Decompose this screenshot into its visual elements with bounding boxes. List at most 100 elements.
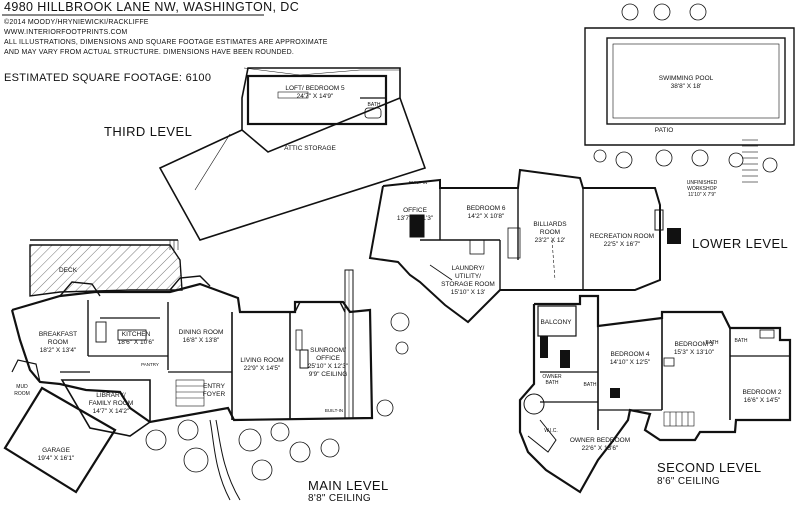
third-level-roof-outline: [241, 67, 401, 153]
ll-office-label: OFFICE: [403, 207, 427, 214]
living-label: LIVING ROOM: [240, 357, 283, 364]
sunroom-ceiling: 9'9" CEILING: [309, 371, 348, 378]
dining-label: DINING ROOM: [179, 329, 224, 336]
main-stair: [175, 379, 205, 407]
pool-dim: 38'8" X 18': [671, 83, 702, 90]
second-level-ceiling: 8'6" CEILING: [657, 476, 720, 487]
pool-deck-outline: [584, 27, 795, 146]
address-title: 4980 HILLBROOK LANE NW, WASHINGTON, DC: [4, 0, 300, 14]
ll-office-dim: 13'7" X 11'3": [397, 215, 434, 222]
entry-label-2: FOYER: [203, 391, 226, 398]
main-level-label: MAIN LEVEL: [308, 478, 389, 493]
attic-label: ATTIC STORAGE: [284, 145, 336, 152]
billiards-dim: 23'2" X 12': [535, 237, 566, 244]
bathtub-shape: [364, 107, 382, 119]
trees-front: [145, 312, 410, 481]
workshop-label-1: UNFINISHED: [687, 180, 718, 186]
sunroom-dim: 25'10" X 12'3": [308, 363, 349, 370]
balcony-outline: [537, 305, 577, 337]
recreation-dim: 22'5" X 16'7": [604, 241, 641, 248]
living-dim: 22'9" X 14'5": [244, 365, 281, 372]
bed6-label: BEDROOM 6: [466, 205, 505, 212]
main-builtin-label: BUILT-IN: [325, 408, 343, 413]
lower-level-label: LOWER LEVEL: [692, 236, 789, 251]
owner-bed-label: OWNER BEDROOM: [570, 437, 630, 444]
mud-label-1: MUD: [16, 384, 28, 390]
main-level-plan: [3, 239, 410, 501]
laundry-label-1: LAUNDRY/: [452, 265, 485, 272]
loft-dim: 24'7" X 14'9": [297, 93, 334, 100]
breakfast-label-2: ROOM: [48, 339, 68, 346]
copyright-text: ©2014 MOODY/HRYNIEWICKI/RACKLIFFE: [4, 19, 149, 26]
workshop-dim: 11'10" X 7'9": [688, 192, 716, 198]
billiards-label-1: BILLIARDS: [533, 221, 567, 228]
disclaimer-line-2: AND MAY VARY FROM ACTUAL STRUCTURE. DIME…: [4, 49, 295, 56]
kitchen-label: KITCHEN: [122, 331, 151, 338]
hall-bath-label: BATH: [584, 382, 597, 388]
second-level-plan: [518, 294, 792, 494]
lower-level-plan: [368, 3, 795, 324]
kitchen-dim: 18'6" X 10'6": [118, 339, 155, 346]
bed3-label: BEDROOM 3: [674, 341, 713, 348]
entry-label-1: ENTRY: [203, 383, 226, 390]
owner-bed-dim: 22'6" X 13'6": [582, 445, 619, 452]
garage-dim: 19'4" X 16'1": [38, 455, 75, 462]
laundry-label-2: UTILITY/: [455, 273, 481, 280]
library-outline: [60, 379, 151, 437]
bed2-dim: 16'6" X 14'5": [744, 397, 781, 404]
garage-label: GARAGE: [42, 447, 70, 454]
pool-stair: [742, 139, 758, 183]
bed2-label: BEDROOM 2: [742, 389, 781, 396]
ll-builtin-label: BUILT-IN: [409, 180, 427, 185]
loft-stair: [277, 91, 309, 99]
library-label-1: LIBRARY/: [96, 392, 126, 399]
second-stair: [663, 411, 695, 427]
wic-label: W.I.C.: [544, 428, 558, 434]
pantry-label: PANTRY: [141, 362, 159, 367]
bed3-dim: 15'3" X 13'10": [674, 349, 715, 356]
library-label-2: FAMILY ROOM: [89, 400, 134, 407]
patio-label: PATIO: [655, 127, 674, 134]
loft-bath-label: BATH: [368, 102, 381, 108]
square-footage: ESTIMATED SQUARE FOOTAGE: 6100: [4, 72, 212, 84]
laundry-dim: 15'10" X 13': [451, 289, 485, 296]
kitchen-island: [117, 329, 147, 341]
loft-outline: [246, 74, 388, 126]
owner-tub: [523, 393, 545, 415]
library-dim: 14'7" X 14'2": [93, 408, 130, 415]
dining-dim: 16'8" X 13'8": [183, 337, 220, 344]
deck-label: DECK: [59, 267, 78, 274]
main-level-outline: [10, 282, 374, 424]
bed6-dim: 14'2" X 10'8": [468, 213, 505, 220]
deck-stair: [169, 240, 179, 250]
pool-label: SWIMMING POOL: [659, 75, 714, 82]
second-level-label: SECOND LEVEL: [657, 460, 762, 475]
recreation-label: RECREATION ROOM: [590, 233, 654, 240]
website-text: WWW.INTERIORFOOTPRINTS.COM: [4, 29, 128, 36]
mud-label-2: ROOM: [14, 391, 30, 397]
third-level-plan: [158, 67, 427, 241]
billiards-label-2: ROOM: [540, 229, 560, 236]
loft-label: LOFT/ BEDROOM 5: [285, 85, 345, 92]
third-level-label: THIRD LEVEL: [104, 124, 193, 139]
bed2-bath-label: BATH: [735, 338, 748, 344]
lower-stair: [507, 227, 521, 259]
sunroom-label-1: SUNROOM/: [310, 347, 346, 354]
breakfast-label-1: BREAKFAST: [39, 331, 77, 338]
deck-outline: [29, 244, 183, 297]
bed3-bath-label: BATH: [706, 340, 719, 346]
garage-outline: [3, 386, 117, 494]
bed4-dim: 14'10" X 12'5": [610, 359, 651, 366]
owner-bath-label-1: OWNER: [542, 374, 562, 380]
bed4-label: BEDROOM 4: [610, 351, 649, 358]
disclaimer-line-1: ALL ILLUSTRATIONS, DIMENSIONS AND SQUARE…: [4, 39, 328, 46]
balcony-label: BALCONY: [540, 319, 572, 326]
sunroom-label-2: OFFICE: [316, 355, 340, 362]
attic-storage-outline: [158, 97, 427, 241]
laundry-label-3: STORAGE ROOM: [441, 281, 495, 288]
main-level-ceiling: 8'8" CEILING: [308, 493, 371, 504]
breakfast-dim: 18'2" X 13'4": [40, 347, 77, 354]
swimming-pool-outline: [606, 37, 786, 125]
